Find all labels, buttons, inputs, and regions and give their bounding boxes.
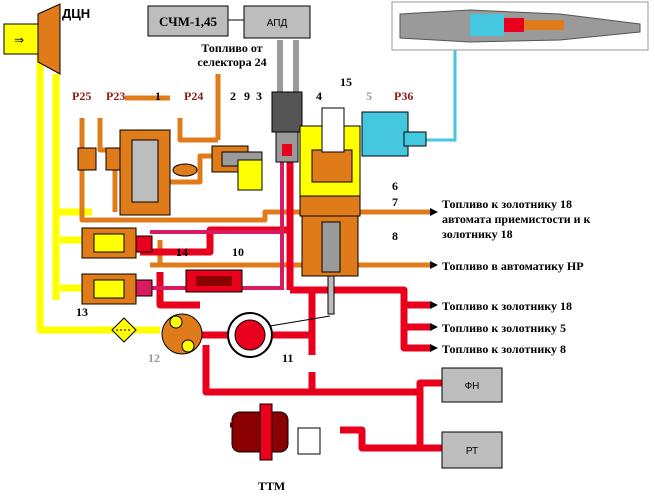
out3-arrow-icon <box>430 301 438 309</box>
label-3: 3 <box>256 89 262 103</box>
label-10: 10 <box>232 245 244 259</box>
p36-port <box>403 131 427 147</box>
top-boxes: СЧМ-1,45 АПД Топливо от селектора 24 <box>147 5 311 69</box>
apd-actuator <box>271 91 303 133</box>
out3-label: Топливо к золотнику 18 <box>442 299 572 313</box>
fn-label: ФН <box>465 381 480 392</box>
ttm-unit: ТТМ <box>231 403 321 493</box>
unit-10-core <box>196 276 232 286</box>
inlet-arrow-icon: ⇒ <box>14 33 24 47</box>
right-regulator: 4 15 5 Р36 6 7 8 <box>299 75 427 315</box>
out2-label: Топливо в автоматику НР <box>442 259 584 273</box>
pipe-red-13 <box>156 272 200 309</box>
unit-1-core <box>131 139 159 203</box>
rt-box <box>441 431 503 469</box>
label-1: 1 <box>155 89 161 103</box>
pump-12-gear-2 <box>181 339 195 353</box>
engine-illustration <box>391 1 649 51</box>
out1-line3: золотнику 18 <box>442 227 513 241</box>
label-11: 11 <box>282 351 293 365</box>
regulator-lower <box>299 195 361 217</box>
out1-arrow-icon <box>430 208 438 216</box>
fn-box <box>441 367 503 403</box>
ttm-label: ТТМ <box>258 479 285 493</box>
out5-arrow-icon <box>430 344 438 352</box>
unit-13-spool <box>93 279 125 299</box>
center-units: 2 3 9 <box>211 89 303 191</box>
label-4: 4 <box>316 89 322 103</box>
unit-13-port <box>135 279 153 297</box>
out1-line2: автомата приемистости и к <box>442 212 591 226</box>
p23-label: Р23 <box>106 89 125 103</box>
label-8: 8 <box>392 229 398 243</box>
unit-3-body <box>237 159 263 191</box>
out5-label: Топливо к золотнику 8 <box>442 342 566 356</box>
source-label-line1: Топливо от <box>201 41 262 55</box>
regulator-mid <box>311 149 353 183</box>
gray-rods <box>277 40 299 92</box>
schm-box <box>147 5 229 37</box>
p25-throttle <box>77 147 97 171</box>
pipe-air-to-engine <box>420 40 457 142</box>
unit-10: 10 <box>185 245 244 293</box>
engine-turbine <box>524 20 564 30</box>
unit-8-piston <box>321 221 341 273</box>
label-7: 7 <box>392 195 398 209</box>
out4-arrow-icon <box>430 323 438 331</box>
label-15: 15 <box>340 75 352 89</box>
pump-group: 12 11 <box>111 312 331 365</box>
pipe-red-11-up <box>270 290 316 339</box>
engine-combustor <box>504 18 524 32</box>
out4-label: Топливо к золотнику 5 <box>442 321 566 335</box>
ttm-core <box>259 403 273 461</box>
engine-compressor <box>470 14 504 36</box>
left-valves: 14 13 <box>76 227 188 319</box>
inlet-box <box>3 23 39 55</box>
label-14: 14 <box>176 245 188 259</box>
label-12: 12 <box>148 351 160 365</box>
pipe-red-to-rt <box>416 392 442 452</box>
label-9: 9 <box>244 89 250 103</box>
label-6: 6 <box>392 179 398 193</box>
pipe-orange-p24 <box>177 118 218 143</box>
bottom-boxes: ФН РТ <box>441 367 503 469</box>
apd-label: АПД <box>267 18 288 29</box>
unit-5-bellows <box>361 111 409 157</box>
unit-9-port <box>282 144 292 156</box>
inlet-horn <box>37 3 61 75</box>
out2-arrow-icon <box>430 261 438 269</box>
unit-8-rod <box>327 275 335 315</box>
out1-line1: Топливо к золотнику 18 <box>442 197 572 211</box>
air-lines <box>420 40 457 142</box>
pipe-red-outs <box>290 286 430 352</box>
rt-label: РТ <box>466 446 478 457</box>
yellow-low-pressure-lines <box>36 52 160 334</box>
ttm-valve <box>297 427 321 455</box>
p24-label: Р24 <box>184 89 203 103</box>
pump-12-gear-1 <box>169 315 183 329</box>
unit-14-spool <box>93 233 125 253</box>
label-13: 13 <box>76 305 88 319</box>
label-5: 5 <box>366 89 372 103</box>
p36-label: Р36 <box>394 89 413 103</box>
label-2: 2 <box>230 89 236 103</box>
unit-11-link <box>269 315 331 327</box>
unit-14-port <box>135 235 153 253</box>
schm-label: СЧМ-1,45 <box>159 14 217 29</box>
apd-box <box>243 5 311 39</box>
unit-11-rotor <box>234 319 266 351</box>
red-high-pressure-lines <box>140 140 442 452</box>
output-labels: Топливо к золотнику 18 автомата приемист… <box>430 197 591 356</box>
title-dcn: ДЦН <box>62 6 90 21</box>
pipe-red-ttm-rt <box>340 426 420 452</box>
left-units: Р25 Р23 1 Р24 <box>72 89 203 216</box>
source-label-line2: селектора 24 <box>197 55 266 69</box>
p25-label: Р25 <box>72 89 91 103</box>
inlet-dcn: ⇒ ДЦН <box>3 3 90 75</box>
unit-15-stem <box>321 107 345 153</box>
p24-element <box>172 163 198 177</box>
